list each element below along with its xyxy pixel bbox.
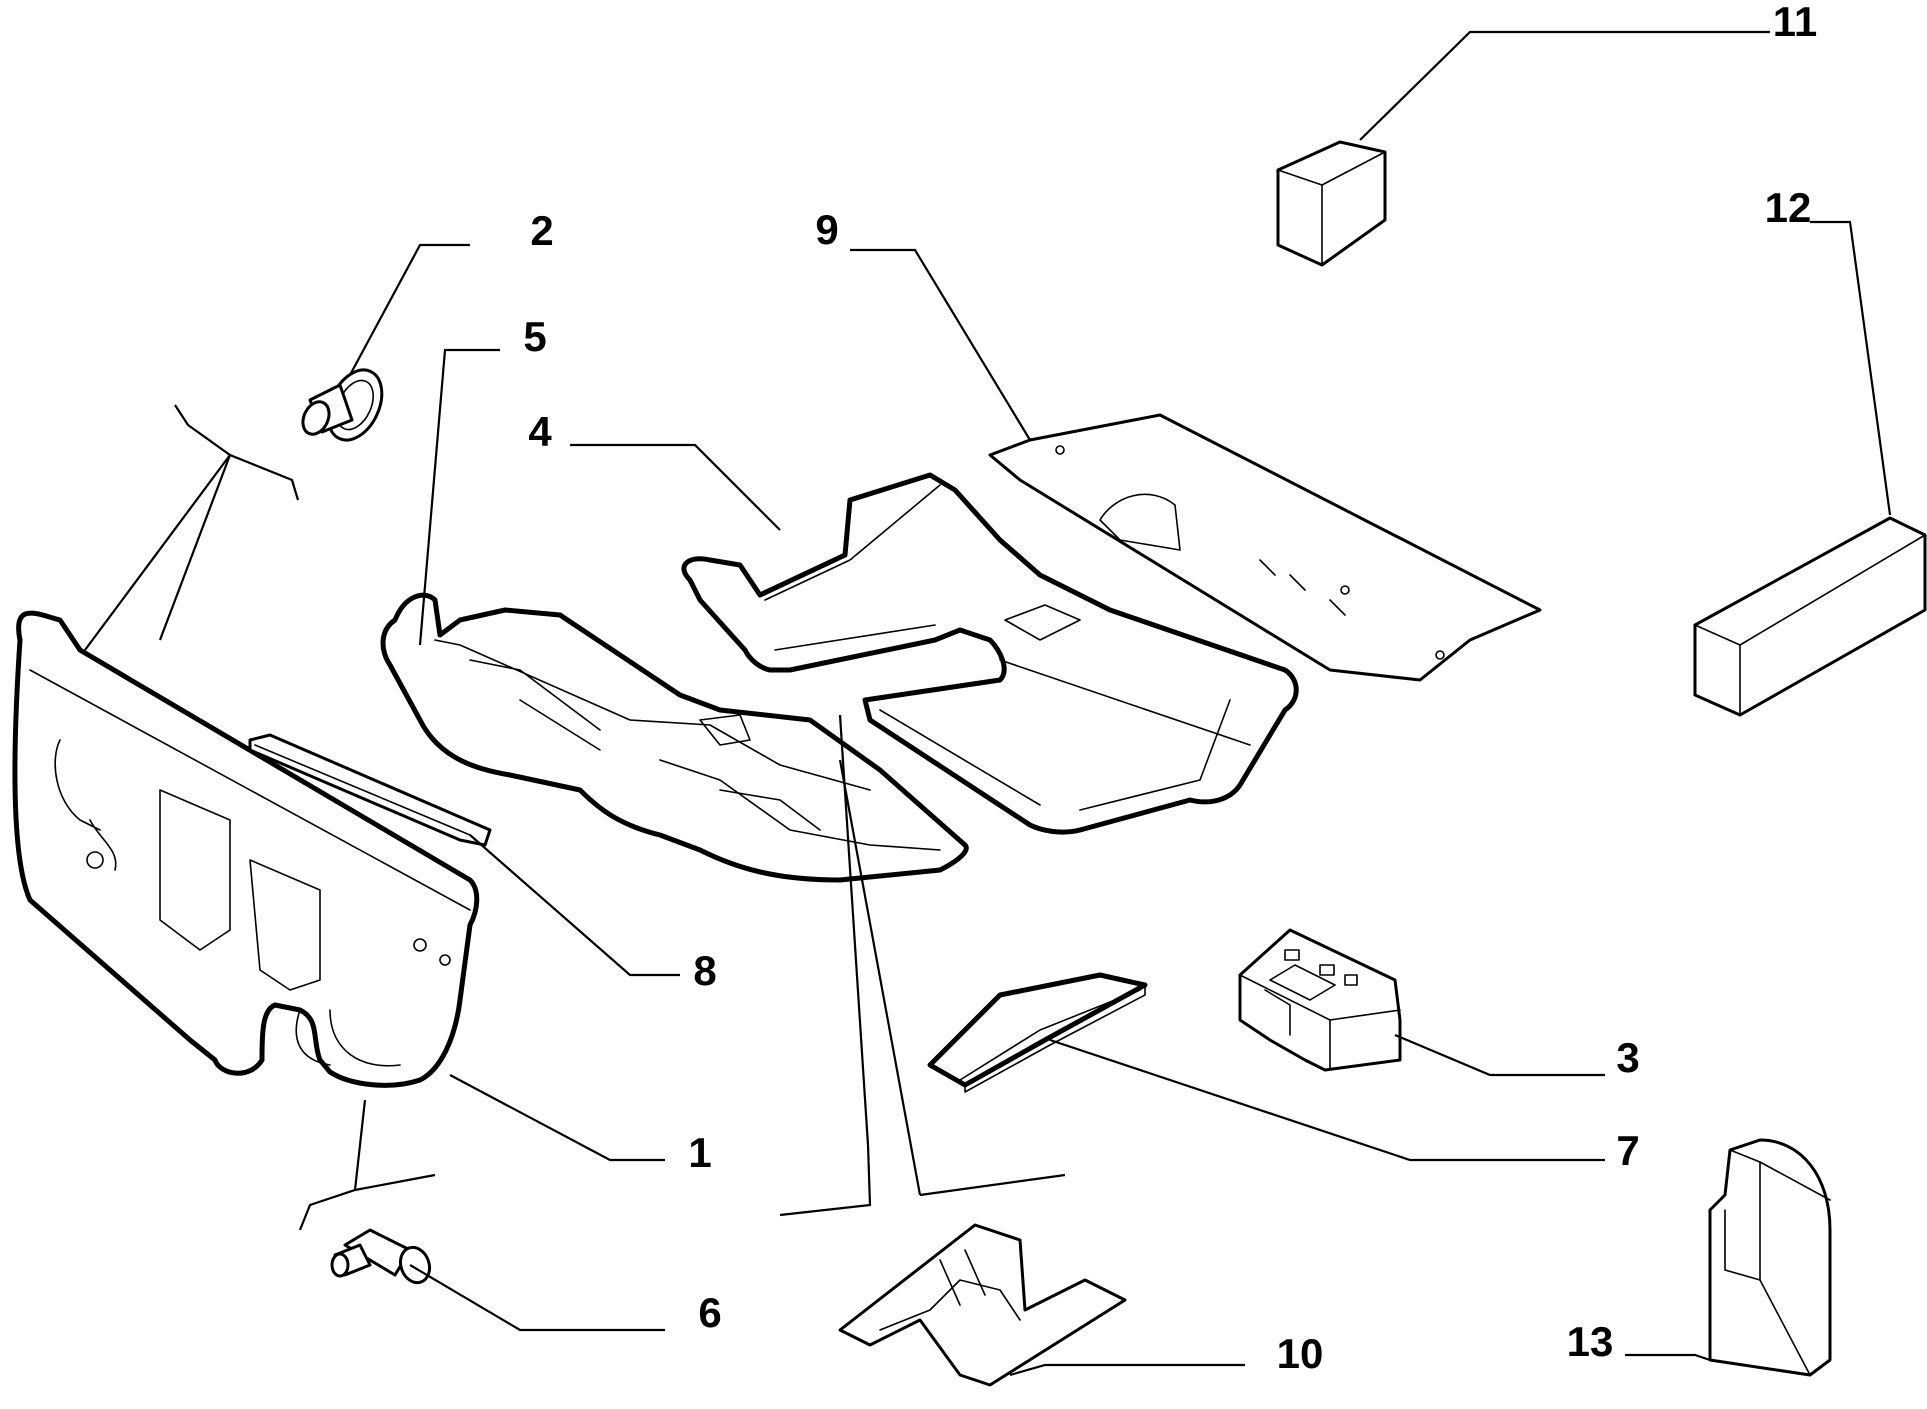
part-13-wedge-foam [1708,1138,1832,1377]
leader-8 [469,834,680,977]
callout-9: 9 [815,206,838,253]
leader-1 [449,1074,665,1162]
callout-8: 8 [693,947,716,994]
callout-10: 10 [1277,1330,1324,1377]
bracket-part-10-group [779,714,1066,1217]
callout-5: 5 [523,313,546,360]
leader-5 [418,348,500,646]
callout-labels: 1 2 3 4 5 6 7 8 9 10 11 12 13 [523,0,1817,1377]
callout-13: 13 [1567,1318,1614,1365]
callout-3: 3 [1616,1034,1639,1081]
part-6-screw [330,1228,432,1285]
leader-lines [349,30,1892,1377]
part-3-foam-block [1238,928,1402,1072]
callout-7: 7 [1616,1127,1639,1174]
part-2-grommet [301,368,384,442]
callout-12: 12 [1765,184,1812,231]
part-10-tunnel-cover [838,1223,1127,1387]
leader-6 [409,1264,665,1332]
part-7-strip-pad [927,972,1148,1093]
bracket-part-6-group [298,1099,436,1231]
leader-12 [1810,220,1892,516]
callout-4: 4 [528,408,552,455]
leader-13 [1625,1353,1711,1362]
bracket-part-1-group [84,404,300,651]
part-11-foam-cube [1276,140,1387,267]
part-4-front-floor-carpet [681,472,1299,835]
callout-2: 2 [530,207,553,254]
leader-7 [1049,1038,1605,1162]
part-1-bulkhead-panel [12,610,480,1088]
callout-11: 11 [1773,0,1817,45]
part-5-rear-floor-carpet [380,592,969,883]
part-8-seal-strip [248,733,492,847]
leader-9 [850,248,1031,441]
leader-10 [1009,1363,1245,1377]
leader-2 [349,243,470,376]
part-9-luggage-panel [988,413,1542,682]
callout-6: 6 [698,1289,721,1336]
leader-4 [570,443,781,531]
leader-11 [1359,30,1770,141]
callout-1: 1 [688,1129,711,1176]
leader-3 [1394,1033,1605,1077]
part-12-foam-bar [1693,516,1927,717]
